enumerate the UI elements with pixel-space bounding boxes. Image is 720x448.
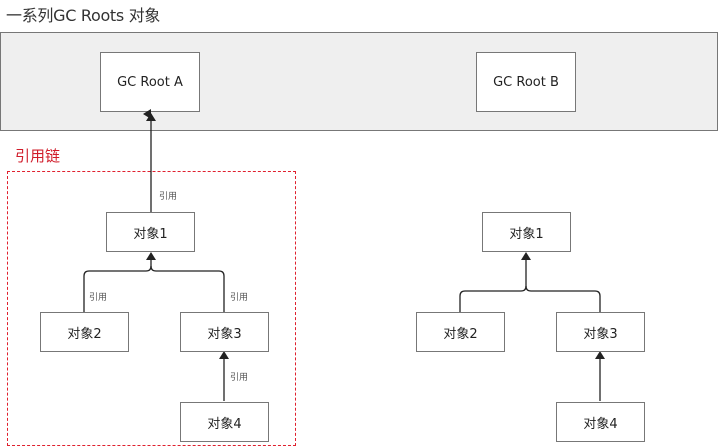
reference-chain-label: 引用链 [15, 147, 61, 165]
left-object-4: 对象4 [180, 402, 269, 442]
right-object-3: 对象3 [556, 312, 645, 352]
left-object-2: 对象2 [40, 312, 129, 352]
arrowhead-root-a [146, 113, 156, 121]
right-object-2: 对象2 [416, 312, 505, 352]
arrowhead-left-obj3 [219, 351, 229, 359]
arrowhead-right-obj1 [521, 252, 531, 260]
edge-label-obj1-root: 引用 [159, 192, 178, 202]
edge-label-obj3: 引用 [230, 293, 249, 303]
right-object-1: 对象1 [482, 212, 571, 252]
diagram-title: 一系列GC Roots 对象 [6, 6, 161, 25]
arrowhead-right-obj3 [595, 351, 605, 359]
right-object-4: 对象4 [556, 402, 645, 442]
edge-obj2-to-obj1 [83, 265, 152, 312]
edge-r-obj3-to-obj1 [525, 285, 601, 312]
edge-label-obj4: 引用 [230, 373, 249, 383]
left-object-1: 对象1 [106, 212, 195, 252]
edge-obj3-to-obj1 [150, 265, 225, 312]
gc-root-b-node: GC Root B [476, 52, 576, 112]
edge-r-obj2-to-obj1 [459, 285, 527, 312]
arrowhead-left-obj1 [146, 252, 156, 260]
left-object-3: 对象3 [180, 312, 269, 352]
edge-label-obj2: 引用 [89, 293, 108, 303]
